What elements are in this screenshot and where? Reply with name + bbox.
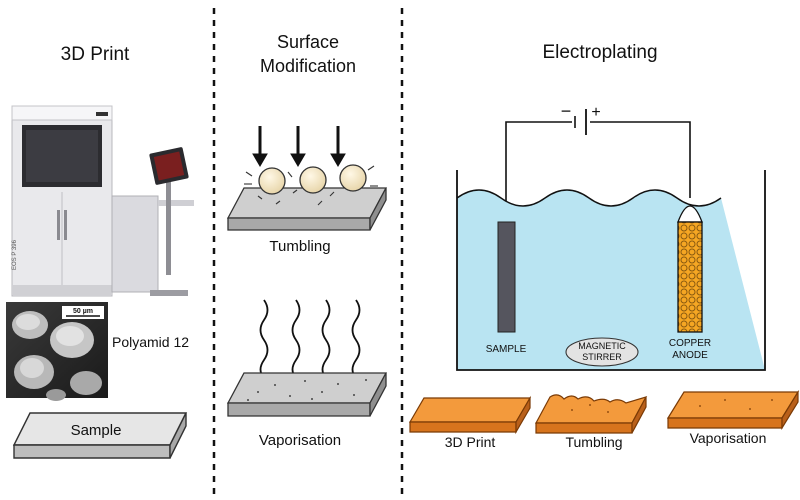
micrograph-scale-label: 50 µm [73, 308, 93, 315]
surface-title-line1: Surface [277, 32, 339, 52]
anode-label-line2: ANODE [672, 350, 708, 361]
battery-minus-label: − [561, 101, 572, 121]
tumbling-illustration [226, 126, 388, 231]
plated-part-tumbling [534, 394, 648, 434]
material-label: Polyamid 12 [112, 334, 189, 350]
arrow-down-icon [252, 126, 346, 167]
sample-electrode [497, 221, 516, 333]
anode-label-line1: COPPER [669, 338, 711, 349]
plated-part-vaporisation [666, 389, 800, 431]
result-label-vaporisation: Vaporisation [690, 430, 767, 446]
sample-slab [12, 412, 188, 459]
electro-title: Electroplating [542, 42, 657, 63]
vaporisation-illustration [226, 299, 388, 417]
result-label-tumbling: Tumbling [565, 434, 622, 450]
vaporisation-label: Vaporisation [259, 432, 341, 449]
magnetic-stirrer [565, 337, 639, 367]
sample-label: Sample [71, 422, 122, 439]
print-title: 3D Print [61, 44, 130, 65]
circuit-wires [505, 109, 691, 222]
printer-model-label: EOS P 396 [12, 239, 18, 270]
media-ball-icon [339, 164, 367, 192]
electrode-sample-label: SAMPLE [486, 344, 527, 355]
sem-micrograph: 50 µm [6, 302, 108, 401]
tumbling-label: Tumbling [269, 238, 330, 255]
plated-part-print [408, 395, 532, 435]
media-ball-icon [299, 166, 327, 194]
battery-plus-label: + [591, 104, 600, 121]
copper-anode [677, 205, 703, 333]
printer-machine-icon: EOS P 396 [11, 105, 194, 297]
stirrer-label-line2: STIRRER [582, 352, 622, 362]
stirrer-label-line1: MAGNETIC [578, 341, 626, 351]
surface-title-line2: Modification [260, 56, 356, 76]
result-label-print: 3D Print [445, 434, 496, 450]
vapour-wave-icon [259, 299, 361, 379]
media-ball-icon [258, 167, 286, 195]
